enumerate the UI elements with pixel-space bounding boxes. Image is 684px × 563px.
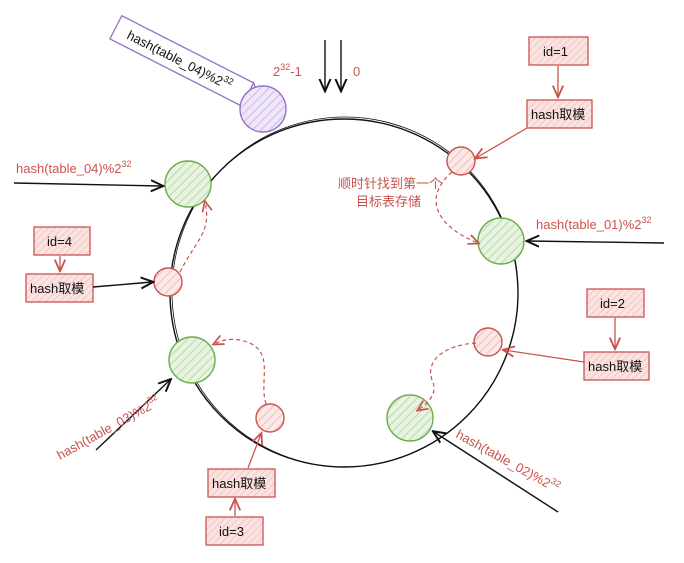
id2-box xyxy=(586,288,645,318)
node-table02 xyxy=(386,394,434,442)
id3-box xyxy=(205,516,264,546)
id2-hashmod-label: hash取模 xyxy=(588,359,642,374)
clockwise-dashed-arrows xyxy=(179,171,478,410)
id3-hashmod-label: hash取模 xyxy=(212,476,266,491)
table03-hash-label: hash(table_03)%232 xyxy=(53,392,162,463)
node-table04 xyxy=(164,160,212,208)
node-id3 xyxy=(255,403,285,433)
id3-hashmod-box xyxy=(207,468,276,498)
id3-group: hash取模 id=3 xyxy=(205,434,276,546)
clockwise-note-line1: 顺时针找到第一个 xyxy=(338,176,442,191)
id4-group: id=4 hash取模 xyxy=(25,226,152,303)
table02-hash-label: hash(table_02)%232 xyxy=(454,425,563,496)
ring-max-label: 232-1 xyxy=(273,62,302,79)
clockwise-note-line2: 目标表存储 xyxy=(356,194,421,209)
id4-box xyxy=(33,226,91,256)
purple-hash-label: hash(table_04)%232 xyxy=(125,26,236,94)
table01-hash-label: hash(table_01)%232 xyxy=(536,215,652,232)
table-hash-arrows xyxy=(13,183,665,513)
id2-hashmod-box xyxy=(583,351,650,381)
id1-box xyxy=(528,36,589,66)
id1-group: id=1 hash取模 xyxy=(476,36,593,158)
node-purple-table04 xyxy=(239,85,287,133)
id1-label: id=1 xyxy=(543,44,568,59)
node-id4 xyxy=(153,267,183,297)
id1-hashmod-label: hash取模 xyxy=(531,107,585,122)
id2-label: id=2 xyxy=(600,296,625,311)
id4-label: id=4 xyxy=(47,234,72,249)
table04-hash-label: hash(table_04)%232 xyxy=(16,159,132,176)
id4-hashmod-label: hash取模 xyxy=(30,281,84,296)
node-id2 xyxy=(473,327,503,357)
node-id1 xyxy=(446,146,476,176)
node-table03 xyxy=(168,336,216,384)
id2-group: id=2 hash取模 xyxy=(504,288,650,381)
ring-zero-label: 0 xyxy=(353,64,360,79)
id1-hashmod-box xyxy=(526,99,593,129)
id4-hashmod-box xyxy=(25,273,94,303)
id3-label: id=3 xyxy=(219,524,244,539)
ring-origin-arrows xyxy=(325,40,341,90)
node-table01 xyxy=(477,217,525,265)
